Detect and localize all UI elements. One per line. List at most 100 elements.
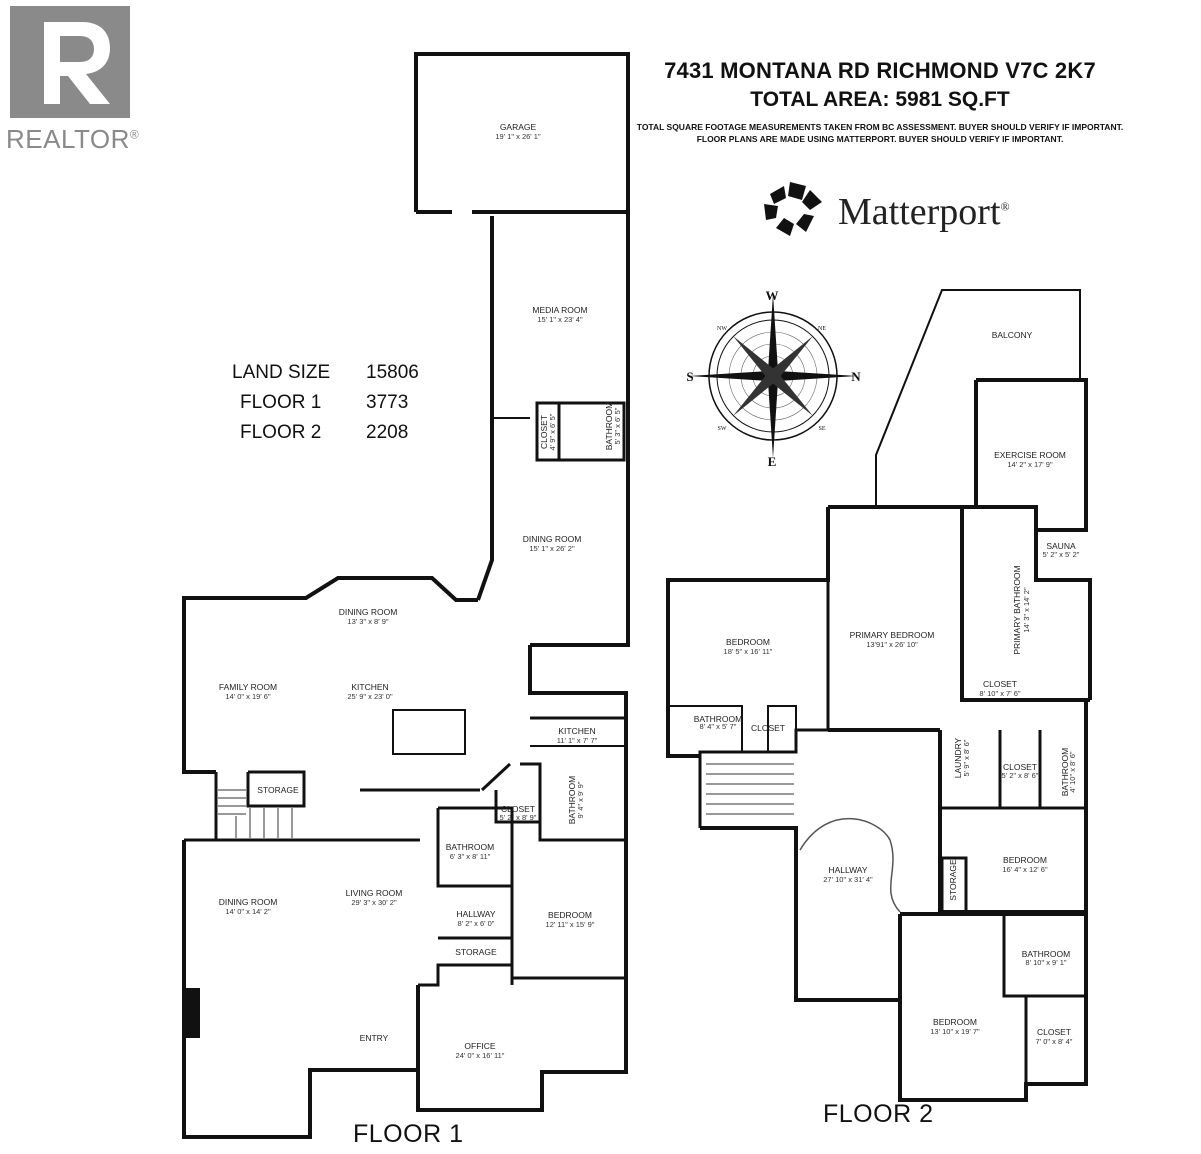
room-label: PRIMARY BEDROOM: [850, 630, 935, 640]
room-dims: 15' 1" x 26' 2": [529, 544, 575, 553]
wall: [246, 770, 306, 808]
room-dims: 14' 0" x 19' 6": [225, 692, 271, 701]
room-label: STORAGE: [257, 785, 299, 795]
room-label: PRIMARY BATHROOM: [1012, 565, 1022, 654]
room-label: BEDROOM: [933, 1017, 977, 1027]
room-label: OFFICE: [464, 1041, 495, 1051]
room-label: STORAGE: [948, 859, 958, 901]
room-label: CLOSET: [1003, 762, 1037, 772]
balcony-rail: [875, 289, 1081, 507]
room-dims: 13' 3" x 8' 9": [347, 617, 388, 626]
compass-n: N: [851, 369, 861, 384]
fireplace: [186, 988, 200, 1038]
wall: [416, 840, 628, 1112]
room-label: KITCHEN: [558, 726, 595, 736]
compass-s: S: [686, 369, 693, 384]
room-dims: 5' 3" x 6' 5": [613, 407, 622, 444]
compass-sw: SW: [718, 426, 727, 432]
room-label: CLOSET: [983, 679, 1017, 689]
room-dims: 5' 2" x 8' 9": [500, 813, 537, 822]
floor1-room-labels: GARAGE 19' 1" x 26' 1" MEDIA ROOM 15' 1"…: [219, 122, 622, 1060]
wall: [184, 772, 218, 842]
room-dims: 13' 10" x 19' 7": [930, 1027, 980, 1036]
total-area: TOTAL AREA: 5981 SQ.FT: [750, 88, 1010, 111]
size-summary: LAND SIZE 15806 FLOOR 1 3773 FLOOR 2 220…: [232, 358, 432, 448]
room-dims: 18' 5" x 16' 11": [724, 647, 773, 656]
room-dims: 4' 9" x 6' 5": [548, 413, 557, 450]
room-label: BATHROOM: [446, 842, 494, 852]
wall: [182, 576, 478, 774]
room-dims: 5' 9" x 8' 6": [962, 739, 971, 776]
room-dims: 11' 1" x 7' 7": [557, 736, 598, 745]
wall: [494, 790, 540, 824]
compass-rose: [689, 294, 857, 458]
stairs: [218, 763, 794, 838]
room-dims: 25' 9" x 23' 0": [347, 692, 393, 701]
room-label: CLOSET: [501, 804, 535, 814]
room-label: DINING ROOM: [219, 897, 278, 907]
wall: [940, 856, 968, 914]
wall: [557, 401, 626, 462]
room-dims: 29' 3" x 30' 2": [351, 898, 397, 907]
room-label: BATHROOM: [604, 402, 614, 450]
size-value: 2208: [366, 422, 409, 443]
room-dims: 14' 2" x 17' 9": [1007, 460, 1053, 469]
room-label: SAUNA: [1046, 541, 1076, 551]
room-label: DINING ROOM: [523, 534, 582, 544]
size-label: LAND SIZE: [232, 362, 331, 383]
room-dims: 4' 10" x 8' 6": [1068, 751, 1077, 792]
room-dims: 8' 2" x 6' 0": [458, 919, 495, 928]
room-dims: 8' 4" x 5' 7": [700, 722, 737, 731]
wall: [528, 645, 628, 840]
floor1-title: FLOOR 1: [353, 1120, 464, 1148]
room-label: DINING ROOM: [339, 607, 398, 617]
kitchen-island: [392, 709, 466, 755]
realtor-wordmark: REALTOR: [6, 124, 130, 154]
room-dims: 14' 0" x 14' 2": [225, 907, 271, 916]
room-dims: 8' 10" x 9' 1": [1025, 958, 1066, 967]
compass-se: SE: [818, 426, 825, 432]
room-label: EXERCISE ROOM: [994, 450, 1066, 460]
room-label: HALLWAY: [828, 865, 867, 875]
room-dims: 19' 1" x 26' 1": [495, 132, 541, 141]
size-label: FLOOR 1: [240, 392, 322, 413]
compass-nw: NW: [717, 326, 727, 332]
floor2-room-labels: BALCONY EXERCISE ROOM 14' 2" x 17' 9" SA…: [694, 330, 1080, 1046]
room-label: CLOSET: [1037, 1027, 1071, 1037]
room-dims: 13'91" x 26' 10": [866, 640, 918, 649]
room-dims: 6' 3" x 8' 11": [450, 852, 491, 861]
room-label: STORAGE: [455, 947, 497, 957]
disclaimer-2: FLOOR PLANS ARE MADE USING MATTERPORT. B…: [696, 134, 1064, 144]
wall: [828, 505, 1092, 700]
wall: [414, 52, 630, 212]
room-dims: 14' 3" x 14' 2": [1022, 587, 1031, 633]
wall: [938, 700, 1088, 914]
wall: [898, 912, 1088, 1102]
wall: [960, 507, 1090, 702]
wall: [668, 705, 743, 752]
room-label: BATHROOM: [1022, 949, 1070, 959]
realtor-r-icon: [44, 22, 110, 104]
room-dims: 12' 11" x 15' 9": [546, 920, 595, 929]
room-dims: 7' 0" x 8' 4": [1036, 1037, 1073, 1046]
wall: [182, 840, 418, 1139]
room-dims: 27' 10" x 31' 4": [823, 875, 873, 884]
room-label: MEDIA ROOM: [532, 305, 587, 315]
room-dims: 5' 2" x 8' 6": [1002, 771, 1039, 780]
room-label: BALCONY: [992, 330, 1033, 340]
room-label: HALLWAY: [456, 909, 495, 919]
realtor-logo: REALTOR®: [6, 6, 139, 155]
address: 7431 MONTANA RD RICHMOND V7C 2K7: [664, 58, 1096, 83]
room-label: LIVING ROOM: [346, 888, 403, 898]
wall: [698, 580, 830, 828]
room-label: KITCHEN: [351, 682, 388, 692]
wall: [699, 705, 797, 756]
wall: [700, 826, 902, 1002]
size-row: FLOOR 1 3773: [232, 388, 432, 418]
listing-header: 7431 MONTANA RD RICHMOND V7C 2K7 TOTAL A…: [600, 58, 1160, 144]
hallway-rug: [799, 818, 901, 913]
wall: [480, 762, 512, 792]
room-label: BATHROOM: [694, 714, 742, 724]
matterport-wordmark: Matterport: [838, 191, 1001, 233]
